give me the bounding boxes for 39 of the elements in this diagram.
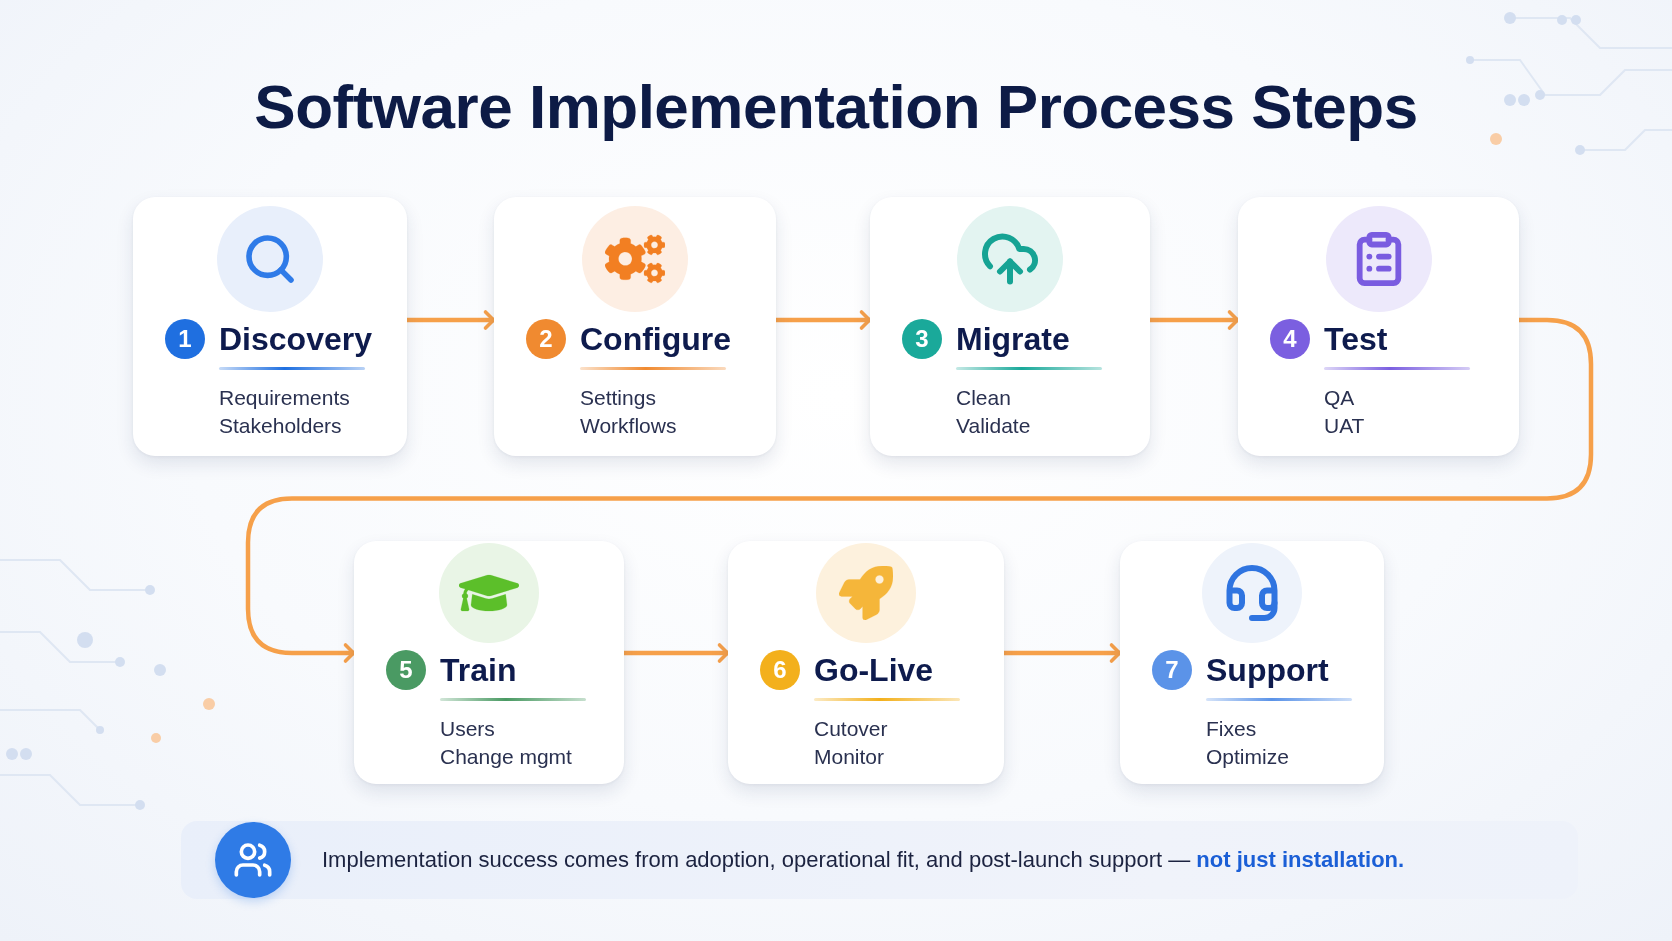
step-detail: Optimize: [1206, 744, 1290, 770]
step-detail: Workflows: [580, 413, 678, 439]
step-number-badge: 3: [902, 319, 942, 359]
step-card: [1238, 197, 1519, 456]
step-detail: Change mgmt: [440, 744, 573, 770]
step-number-badge: 1: [165, 319, 205, 359]
step-detail: Monitor: [814, 744, 886, 770]
step-number-badge: 5: [386, 650, 426, 690]
step-number-badge: 2: [526, 319, 566, 359]
step-detail: Validate: [956, 413, 1032, 439]
flow-arrow: [245, 317, 1594, 663]
step-title: Configure: [580, 320, 733, 359]
step-number-badge: 7: [1152, 650, 1192, 690]
step-detail: Cutover: [814, 716, 889, 742]
step-title: Train: [440, 651, 518, 690]
step-detail: Clean: [956, 385, 1012, 411]
step-card: [1120, 541, 1384, 784]
step-title: Support: [1206, 651, 1330, 690]
page-title: Software Implementation Process Steps: [254, 71, 1418, 143]
step-detail: Stakeholders: [219, 413, 343, 439]
step-card: [354, 541, 624, 784]
step-card: [494, 197, 776, 456]
summary-banner: [181, 821, 1578, 899]
step-detail: Users: [440, 716, 496, 742]
step-title: Test: [1324, 320, 1389, 359]
summary-text: Implementation success comes from adoption, operational fit, and post-launch support — not just installation.: [322, 847, 1405, 873]
step-detail: Requirements: [219, 385, 351, 411]
step-card: [133, 197, 407, 456]
step-number-badge: 4: [1270, 319, 1310, 359]
step-title: Migrate: [956, 320, 1071, 359]
step-title: Go-Live: [814, 651, 935, 690]
step-detail: Fixes: [1206, 716, 1258, 742]
step-card: [870, 197, 1150, 456]
step-detail: QA: [1324, 385, 1356, 411]
step-detail: Settings: [580, 385, 657, 411]
step-card: [728, 541, 1004, 784]
step-title: Discovery: [219, 320, 373, 359]
step-number-badge: 6: [760, 650, 800, 690]
step-detail: UAT: [1324, 413, 1366, 439]
